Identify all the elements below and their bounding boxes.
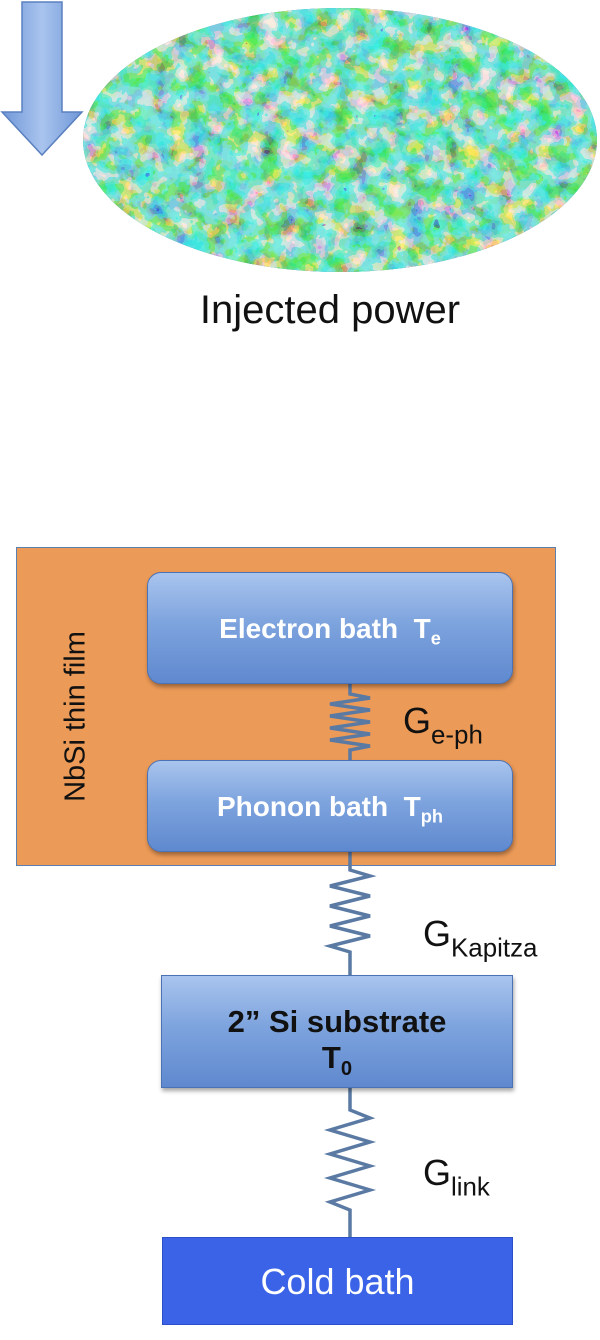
si-substrate-box: 2” Si substrate T0 [161,975,513,1088]
nbsi-thin-film-label: NbSi thin film [59,631,92,802]
g-kapitza-subscript: Kapitza [451,934,538,963]
cold-bath-label: Cold bath [260,1261,415,1302]
substrate-temperature-symbol: T [321,1040,341,1075]
electron-bath-box: Electron bath Te [147,572,513,684]
phonon-bath-box: Phonon bath Tph [147,760,513,852]
g-link-label: Glink [423,1152,490,1202]
si-substrate-label: 2” Si substrate [227,1004,447,1039]
cold-bath-box: Cold bath [162,1237,513,1325]
spring-link [323,1088,377,1238]
g-kapitza-symbol: G [423,913,452,954]
phonon-bath-label: Phonon bath [217,791,389,822]
phonon-temperature-subscript: ph [420,806,443,827]
g-kapitza-label: GKapitza [423,913,537,963]
cmb-sky-map [83,8,597,272]
injected-power-caption: Injected power [199,288,461,332]
phonon-temperature-symbol: T [403,791,421,822]
down-arrow-icon [0,1,84,157]
spring-kapitza [323,852,377,976]
g-e-ph-symbol: G [403,700,432,741]
g-link-subscript: link [451,1173,490,1202]
g-link-symbol: G [423,1152,452,1193]
g-e-ph-subscript: e-ph [431,721,483,750]
substrate-temperature-subscript: 0 [340,1058,353,1081]
electron-temperature-symbol: T [413,613,431,644]
g-e-ph-label: Ge-ph [403,700,483,750]
spring-e-ph [329,684,371,762]
electron-temperature-subscript: e [430,628,441,649]
electron-bath-label: Electron bath [219,613,399,644]
